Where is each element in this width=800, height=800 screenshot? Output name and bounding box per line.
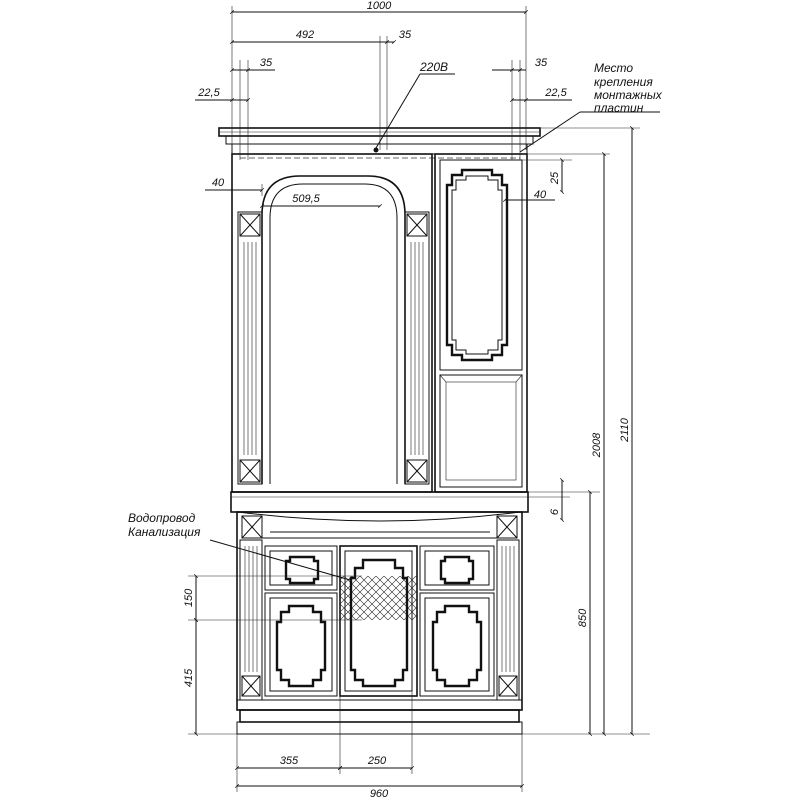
mounting-note-line4: пластин <box>594 101 644 115</box>
mounting-note-line3: монтажных <box>594 88 663 102</box>
dim-vanity-height: 850 <box>577 608 589 627</box>
mounting-note-line1: Место <box>594 61 633 75</box>
socket-label: 220В <box>419 60 448 74</box>
water-note-line1: Водопровод <box>128 511 196 525</box>
mirror-arch <box>261 175 406 484</box>
dim-mirror-width: 509,5 <box>292 193 320 205</box>
dim-right-inner-margin: 40 <box>534 189 547 201</box>
dimension-lines <box>188 6 660 792</box>
dim-drain-offset: 355 <box>280 755 299 767</box>
annotations: 220В Место крепления монтажных пластин В… <box>128 60 663 539</box>
countertop <box>230 491 529 522</box>
upper-cabinet <box>218 127 541 493</box>
dim-left-inner-margin: 40 <box>212 177 225 189</box>
dim-right-plate-offset: 35 <box>535 57 548 69</box>
dim-cabinet-height: 2008 <box>591 432 603 458</box>
dim-drain-zone: 250 <box>367 755 387 767</box>
dim-pipe-zone: 150 <box>183 588 195 607</box>
dim-left-plate-offset: 35 <box>260 57 273 69</box>
socket-icon <box>373 147 379 153</box>
water-note-line2: Канализация <box>128 525 201 539</box>
dim-vanity-width: 960 <box>370 788 389 800</box>
dim-pipe-height: 415 <box>183 668 195 687</box>
dim-mirror-offset: 492 <box>296 29 314 41</box>
dim-top-gap: 25 <box>549 171 561 185</box>
pipe-zone-hatch <box>340 576 417 620</box>
dim-overall-height: 2110 <box>619 417 631 443</box>
dimension-labels: 1000 492 35 35 35 22,5 22,5 40 509,5 40 … <box>183 0 631 800</box>
mounting-note-line2: крепления <box>594 75 653 89</box>
dim-socket-offset: 35 <box>399 29 412 41</box>
dim-counter-gap: 6 <box>549 508 561 515</box>
dim-left-margin: 22,5 <box>197 87 220 99</box>
dim-right-margin: 22,5 <box>544 87 567 99</box>
vanity <box>236 511 523 735</box>
dim-overall-width: 1000 <box>367 0 392 12</box>
